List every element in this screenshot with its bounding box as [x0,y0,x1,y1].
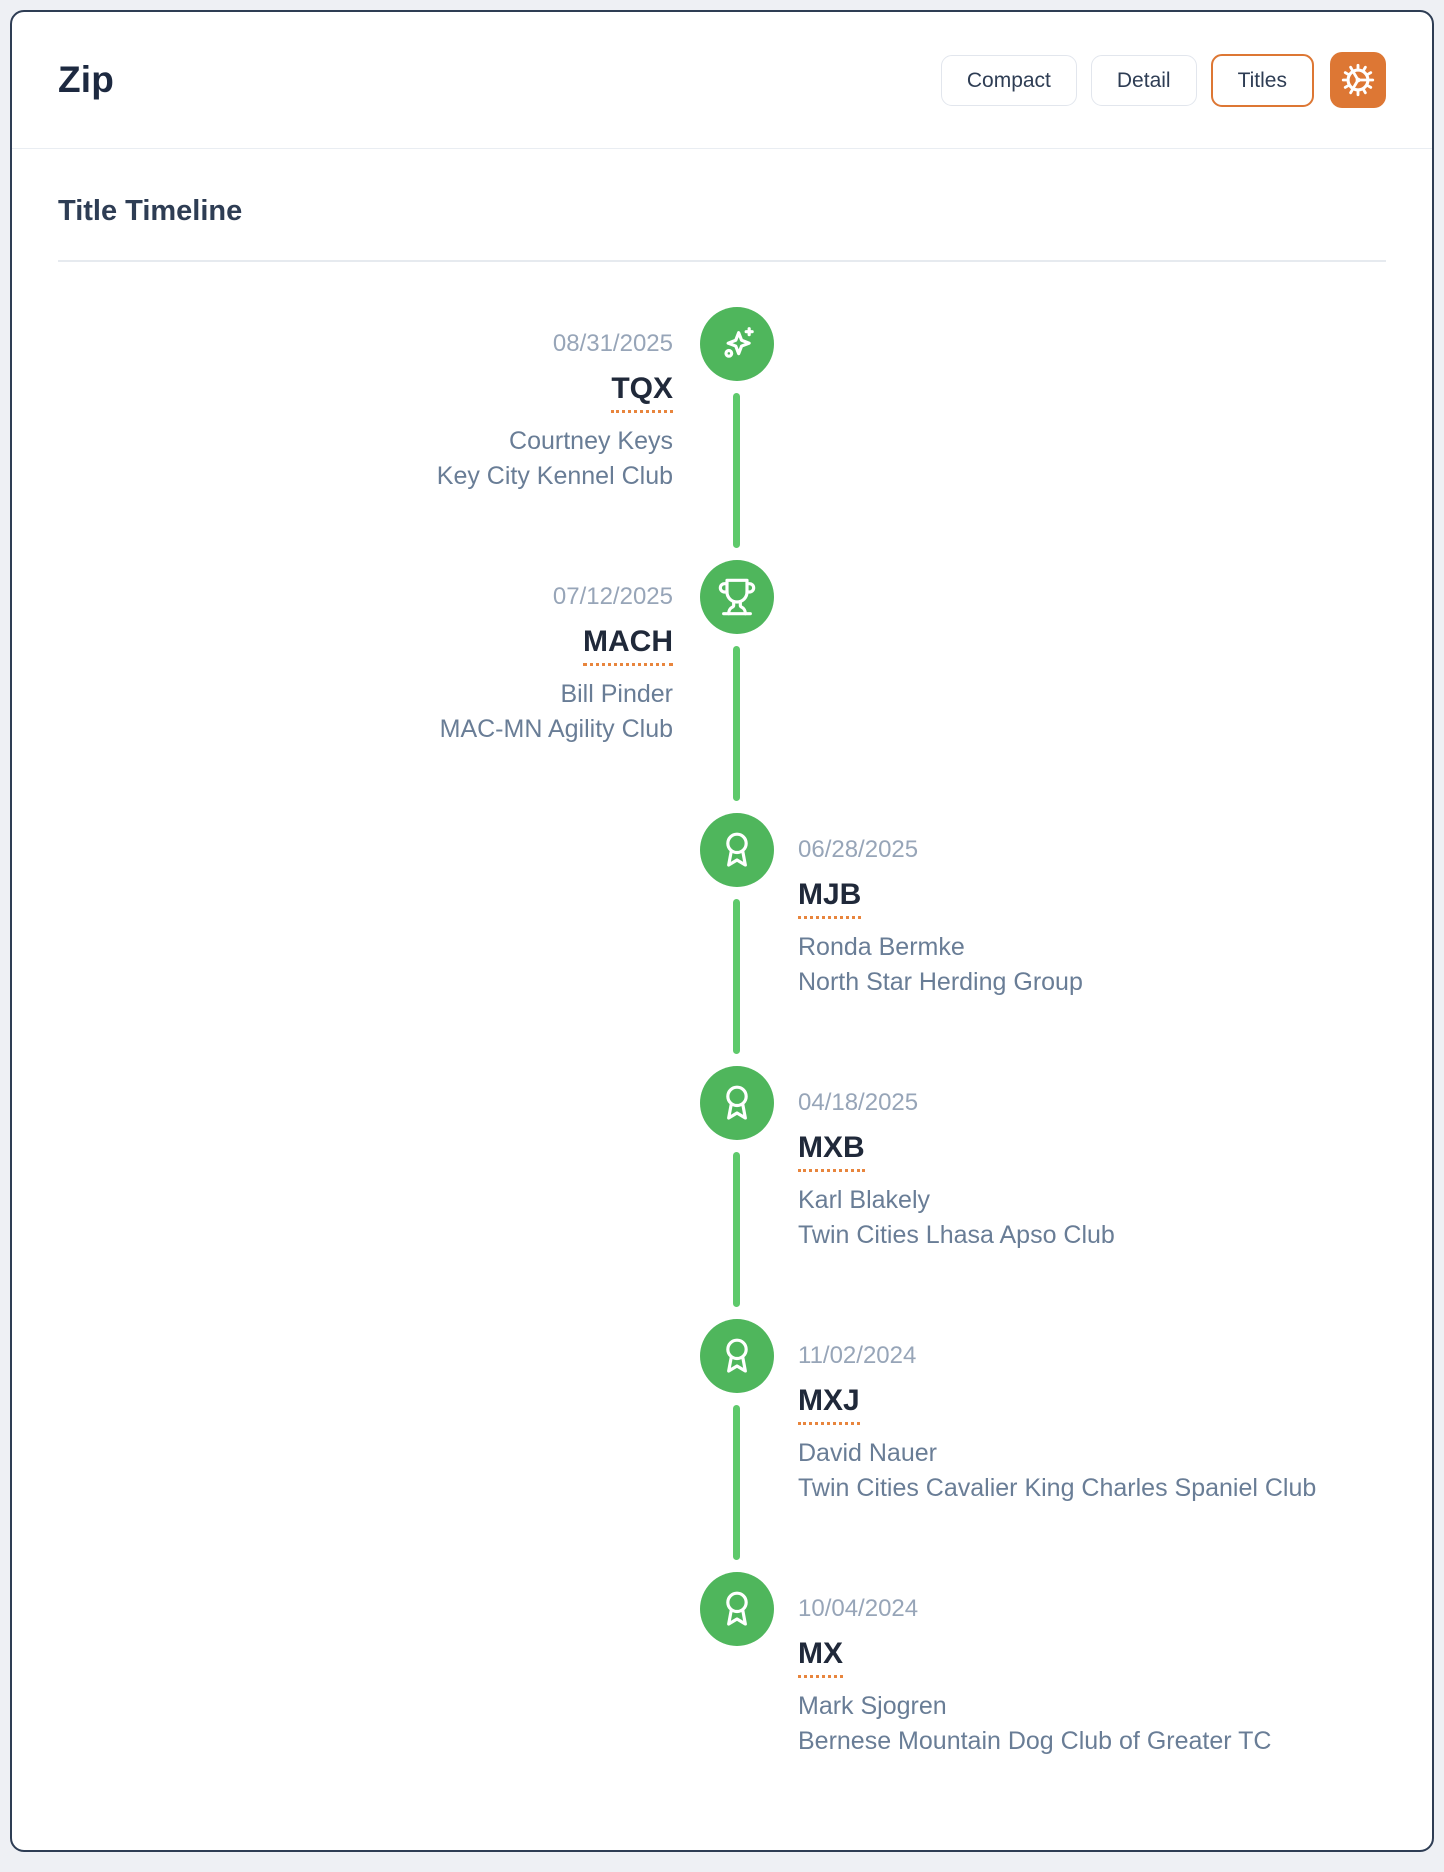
entry-title-wrap: TQX [437,372,673,413]
entry-person: Bill Pinder [560,680,673,708]
timeline-entry: 10/04/2024 MX Mark Sjogren Bernese Mount… [798,1595,1271,1760]
section-divider [58,260,1386,262]
entry-date: 11/02/2024 [798,1342,917,1369]
card-header: Zip Compact Detail Titles [12,12,1432,149]
settings-button[interactable] [1330,52,1386,108]
timeline-entry: 07/12/2025 MACH Bill Pinder MAC-MN Agili… [440,583,673,748]
entry-title-wrap: MX [798,1637,1271,1678]
timeline-connector [733,899,740,1054]
timeline-connector [733,646,740,801]
entry-date: 08/31/2025 [552,330,673,357]
entry-title[interactable]: TQX [611,372,673,413]
entry-title[interactable]: MJB [798,878,862,919]
entry-date: 10/04/2024 [798,1595,919,1622]
timeline-connector [733,1152,740,1307]
entry-title-wrap: MACH [440,625,673,666]
timeline: 08/31/2025 TQX Courtney Keys Key City Ke… [12,12,1432,1850]
timeline-entry: 11/02/2024 MXJ David Nauer Twin Cities C… [798,1342,1316,1507]
titles-button[interactable]: Titles [1210,53,1314,107]
entry-title[interactable]: MXB [798,1131,865,1172]
card: Zip Compact Detail Titles [10,10,1434,1852]
entry-date: 07/12/2025 [552,583,673,610]
timeline-entry: 08/31/2025 TQX Courtney Keys Key City Ke… [437,330,673,495]
entry-title[interactable]: MXJ [798,1384,860,1425]
entry-title-wrap: MXB [798,1131,1115,1172]
award-icon [700,1572,774,1646]
entry-title-wrap: MJB [798,878,1083,919]
entry-club: Bernese Mountain Dog Club of Greater TC [798,1727,1272,1755]
header-actions: Compact Detail Titles [940,52,1386,108]
entry-title[interactable]: MX [798,1637,843,1678]
entry-person: Ronda Bermke [798,933,965,961]
entry-club: Twin Cities Lhasa Apso Club [798,1221,1115,1249]
page-title: Zip [58,59,115,100]
entry-person: David Nauer [798,1439,937,1467]
entry-person: Courtney Keys [509,427,673,455]
timeline-entry: 06/28/2025 MJB Ronda Bermke North Star H… [798,836,1083,1001]
entry-date: 06/28/2025 [798,836,919,863]
compact-button[interactable]: Compact [940,54,1077,106]
entry-person: Karl Blakely [798,1186,930,1214]
entry-title-wrap: MXJ [798,1384,1316,1425]
sparkles-icon [700,307,774,381]
gear-icon [1341,63,1375,97]
entry-club: Key City Kennel Club [436,462,673,490]
entry-person: Mark Sjogren [798,1692,947,1720]
detail-button[interactable]: Detail [1090,54,1197,106]
timeline-connector [733,1405,740,1560]
entry-club: Twin Cities Cavalier King Charles Spanie… [798,1474,1317,1502]
entry-club: MAC-MN Agility Club [439,715,673,743]
entry-title[interactable]: MACH [583,625,673,666]
timeline-entry: 04/18/2025 MXB Karl Blakely Twin Cities … [798,1089,1115,1254]
section-title: Title Timeline [58,195,243,227]
award-icon [700,1319,774,1393]
timeline-connector [733,393,740,548]
entry-club: North Star Herding Group [798,968,1083,996]
award-icon [700,813,774,887]
entry-date: 04/18/2025 [798,1089,919,1116]
section-head: Title Timeline [12,195,1432,262]
award-icon [700,1066,774,1140]
trophy-icon [700,560,774,634]
